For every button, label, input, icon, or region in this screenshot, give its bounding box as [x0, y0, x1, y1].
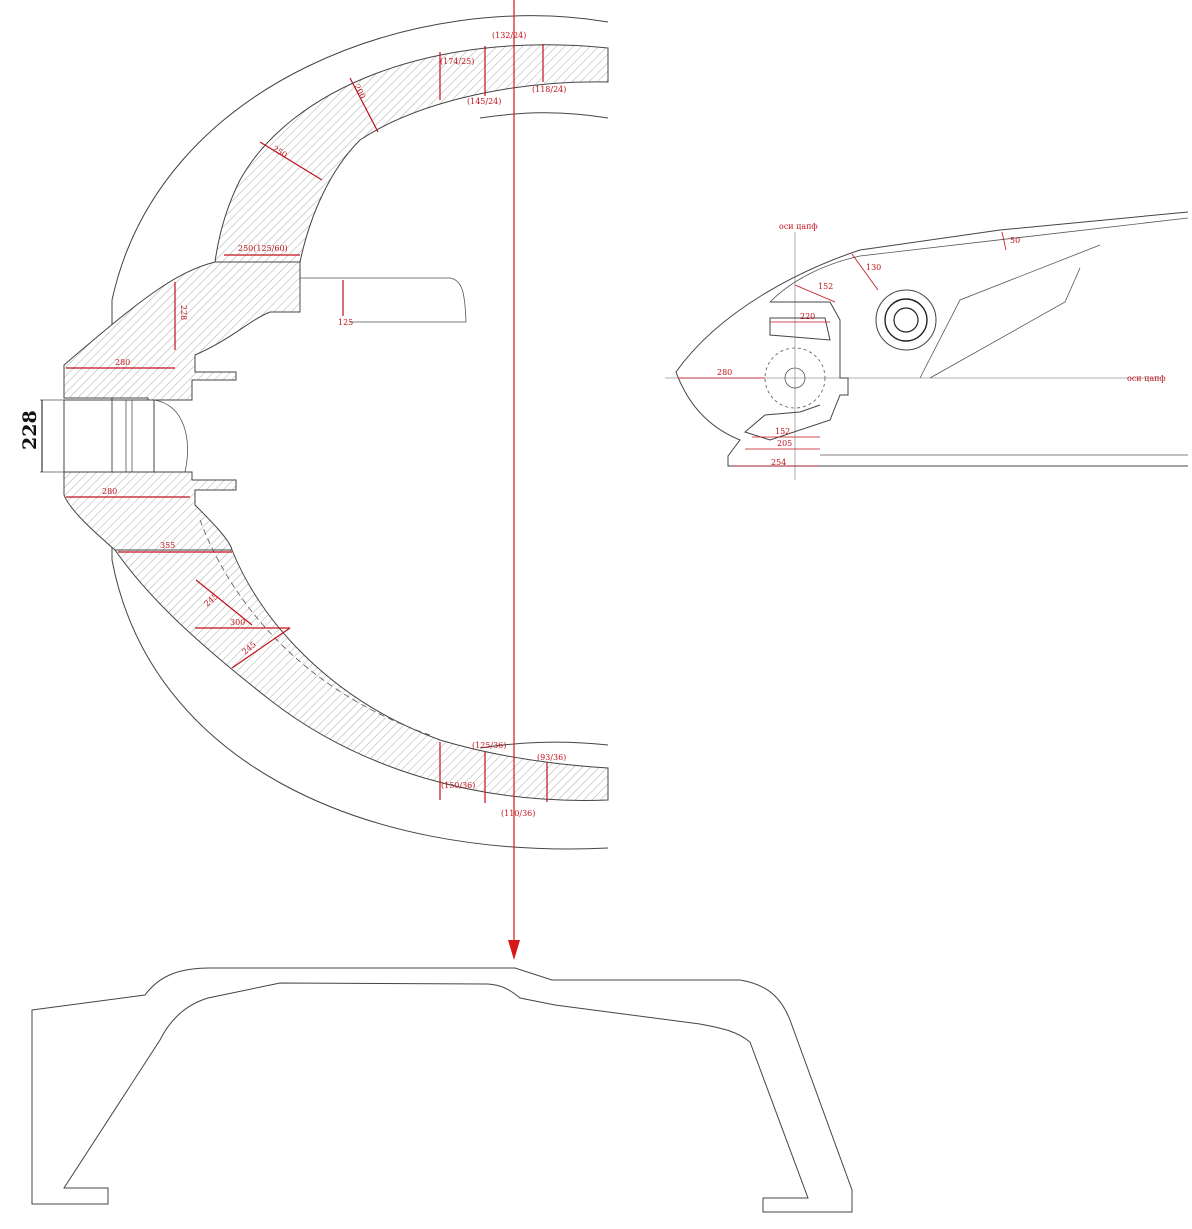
arrow-down-icon	[508, 940, 520, 960]
dim-label-152-top: 152	[818, 282, 833, 291]
turret-outline	[675, 211, 1189, 467]
lower-armor-band	[114, 549, 609, 801]
trunnion-axis-label-right: оси цапф	[1127, 374, 1166, 383]
dim-label-220: 220	[800, 312, 815, 321]
dim-label-355: 355	[160, 541, 175, 550]
dim-label-250-125-60: 250(125/60)	[238, 244, 288, 253]
dim-label-150-36: (150/36)	[441, 781, 475, 790]
dim-label-280: 280	[717, 368, 732, 377]
opening-height-label: 228	[19, 410, 41, 450]
cupola	[875, 289, 937, 351]
lower-armor-block	[63, 471, 237, 551]
dim-label-174-25: (174/25)	[440, 57, 474, 66]
dim-label-280-top: 280	[115, 358, 130, 367]
plan-profile	[31, 967, 853, 1213]
dim-label-132-24: (132/24)	[492, 31, 526, 40]
dim-label-50: 50	[1010, 236, 1020, 245]
dim-label-254: 254	[771, 458, 786, 467]
dim-label-228-small: 228	[179, 305, 188, 320]
dim-label-93-36: (93/36)	[537, 753, 566, 762]
dim-label-125: 125	[338, 318, 353, 327]
section-cut-line	[508, 0, 520, 960]
dim-label-145-24: (145/24)	[467, 97, 501, 106]
dim-label-110-36: (110/36)	[501, 809, 535, 818]
dim-label-118-24: (118/24)	[532, 85, 566, 94]
dim-label-205: 205	[777, 439, 792, 448]
dim-label-300: 300	[230, 618, 245, 627]
dim-label-125-36: (125/36)	[472, 741, 506, 750]
dim-label-152-bottom: 152	[775, 427, 790, 436]
turret-side-view: оси цапф оси цапф 50 130 152 220 280 152…	[665, 211, 1189, 480]
front-armor-block	[63, 261, 301, 401]
dim-label-130: 130	[866, 263, 881, 272]
hull-section: 228 (132/24) (174/25) (145/24) (118/24) …	[19, 15, 609, 850]
dim-label-280-bottom: 280	[102, 487, 117, 496]
trunnion-axis-label-top: оси цапф	[779, 222, 818, 231]
gun-opening	[40, 399, 188, 473]
